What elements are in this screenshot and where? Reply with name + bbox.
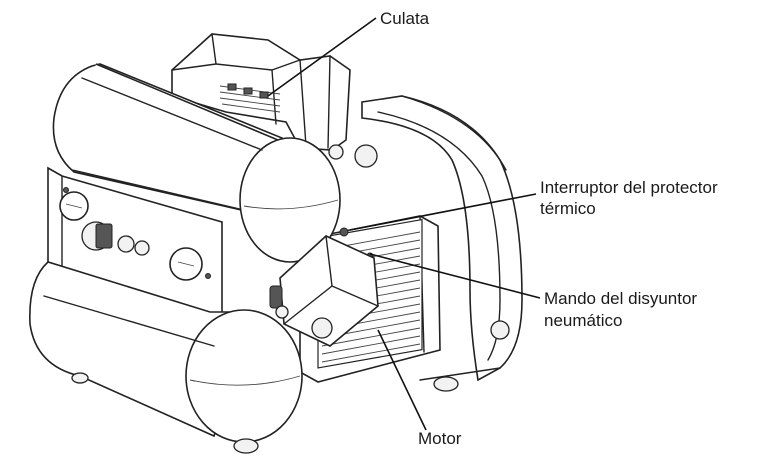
label-mando-line1: Mando del disyuntor [544,289,697,308]
leader-interruptor [349,193,537,231]
label-culata: Culata [380,9,430,28]
cylinder-head [171,33,378,168]
lower-tank [29,261,303,443]
label-interruptor-line2: térmico [540,199,596,218]
control-panel [47,166,223,318]
pressure-switch-box [269,235,379,347]
label-mando-line2: neumático [544,311,622,330]
upper-tank [52,63,341,263]
leader-culata [267,17,377,97]
leader-mando [369,253,541,299]
label-interruptor-line1: Interruptor del protector [540,178,718,197]
label-motor: Motor [418,429,462,448]
feet [71,320,510,454]
leader-motor [377,329,427,431]
